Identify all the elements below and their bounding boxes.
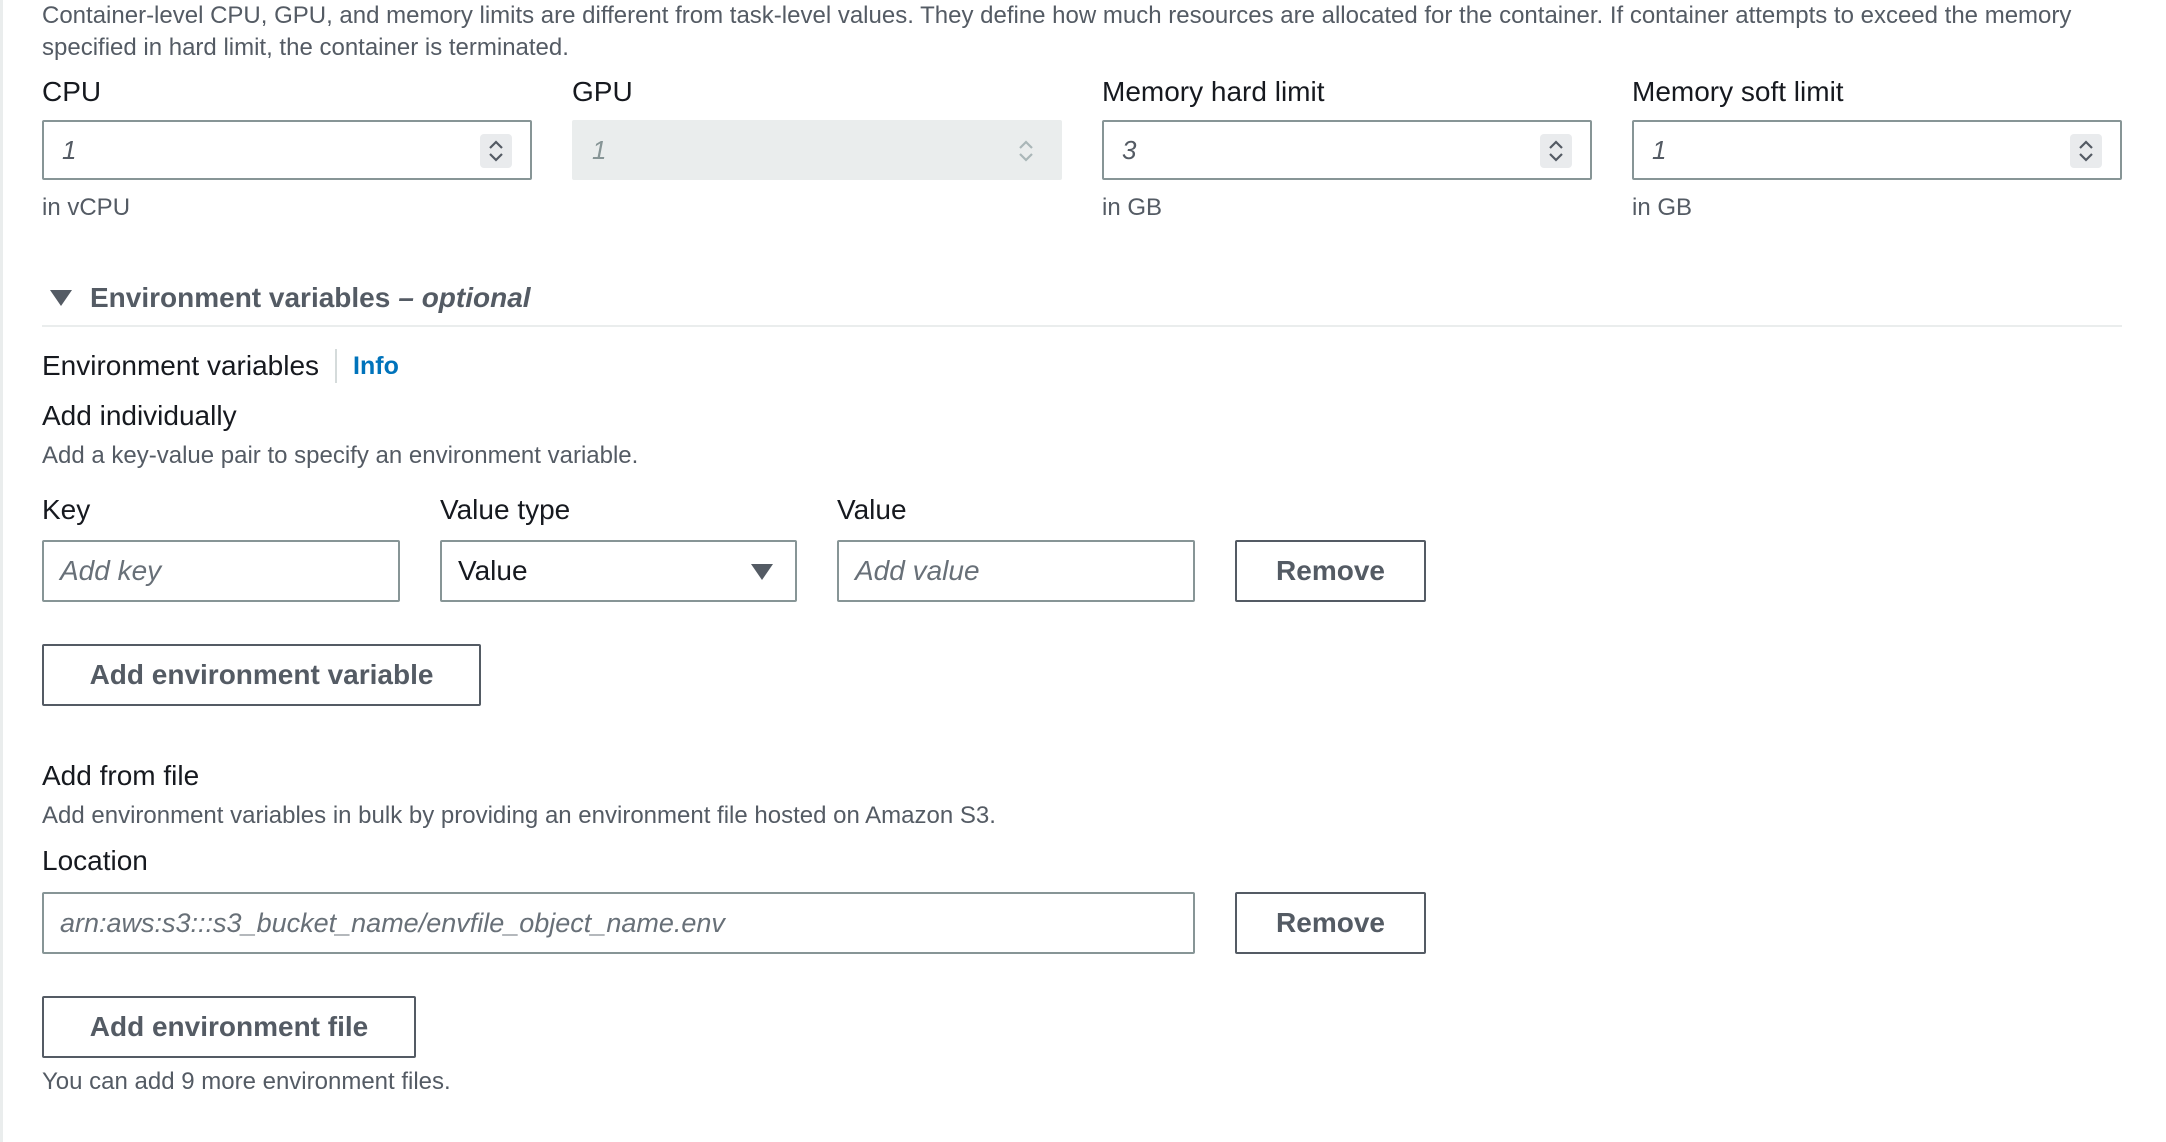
memory-soft-limit-hint: in GB — [1632, 194, 1693, 221]
cpu-input[interactable]: 1 — [42, 120, 532, 180]
gpu-input: 1 — [572, 120, 1062, 180]
gpu-value: 1 — [592, 134, 607, 165]
key-placeholder: Add key — [60, 555, 162, 586]
spinner-updown-icon — [1010, 134, 1042, 168]
memory-soft-limit-label: Memory soft limit — [1632, 76, 1844, 107]
expander-optional: – optional — [398, 282, 531, 313]
memory-hard-limit-hint: in GB — [1102, 194, 1163, 221]
environment-variables-header: Environment variables Info — [42, 348, 399, 384]
environment-variables-title: Environment variables — [42, 350, 320, 381]
dropdown-arrow-icon — [751, 564, 773, 580]
environment-variables-expander[interactable]: Environment variables – optional — [50, 282, 531, 314]
memory-soft-limit-value: 1 — [1652, 134, 1667, 165]
spinner-updown-icon[interactable] — [2070, 134, 2102, 168]
memory-soft-limit-input[interactable]: 1 — [1632, 120, 2122, 180]
add-environment-variable-button[interactable]: Add environment variable — [42, 644, 481, 706]
spinner-updown-icon[interactable] — [480, 134, 512, 168]
value-type-label: Value type — [440, 494, 571, 525]
resource-limits-description: Container-level CPU, GPU, and memory lim… — [42, 2, 2072, 61]
location-label: Location — [42, 845, 148, 876]
value-label: Value — [837, 494, 907, 525]
add-from-file-description: Add environment variables in bulk by pro… — [42, 802, 996, 829]
memory-hard-limit-value: 3 — [1122, 134, 1137, 165]
divider — [42, 325, 2122, 327]
add-environment-file-button[interactable]: Add environment file — [42, 996, 416, 1058]
info-link[interactable]: Info — [353, 352, 399, 380]
value-placeholder: Add value — [855, 555, 980, 586]
add-individually-heading: Add individually — [42, 400, 237, 431]
memory-hard-limit-label: Memory hard limit — [1102, 76, 1325, 107]
gpu-label: GPU — [572, 76, 633, 107]
key-label: Key — [42, 494, 91, 525]
cpu-label: CPU — [42, 76, 102, 107]
key-input[interactable]: Add key — [42, 540, 400, 602]
expander-title: Environment variables — [90, 282, 391, 313]
cpu-value: 1 — [62, 134, 77, 165]
remove-env-var-button[interactable]: Remove — [1235, 540, 1426, 602]
spinner-updown-icon[interactable] — [1540, 134, 1572, 168]
title-separator — [335, 349, 338, 383]
value-type-select[interactable]: Value — [440, 540, 797, 602]
value-type-selected: Value — [458, 555, 528, 586]
location-input[interactable]: arn:aws:s3:::s3_bucket_name/envfile_obje… — [42, 892, 1195, 954]
remove-env-file-button[interactable]: Remove — [1235, 892, 1426, 954]
add-individually-description: Add a key-value pair to specify an envir… — [42, 442, 639, 469]
cpu-hint: in vCPU — [42, 194, 131, 221]
location-placeholder: arn:aws:s3:::s3_bucket_name/envfile_obje… — [60, 907, 725, 938]
value-input[interactable]: Add value — [837, 540, 1195, 602]
caret-down-icon — [50, 290, 72, 306]
page-left-border — [0, 0, 3, 1142]
environment-files-remaining: You can add 9 more environment files. — [42, 1068, 451, 1095]
add-from-file-heading: Add from file — [42, 760, 200, 791]
memory-hard-limit-input[interactable]: 3 — [1102, 120, 1592, 180]
